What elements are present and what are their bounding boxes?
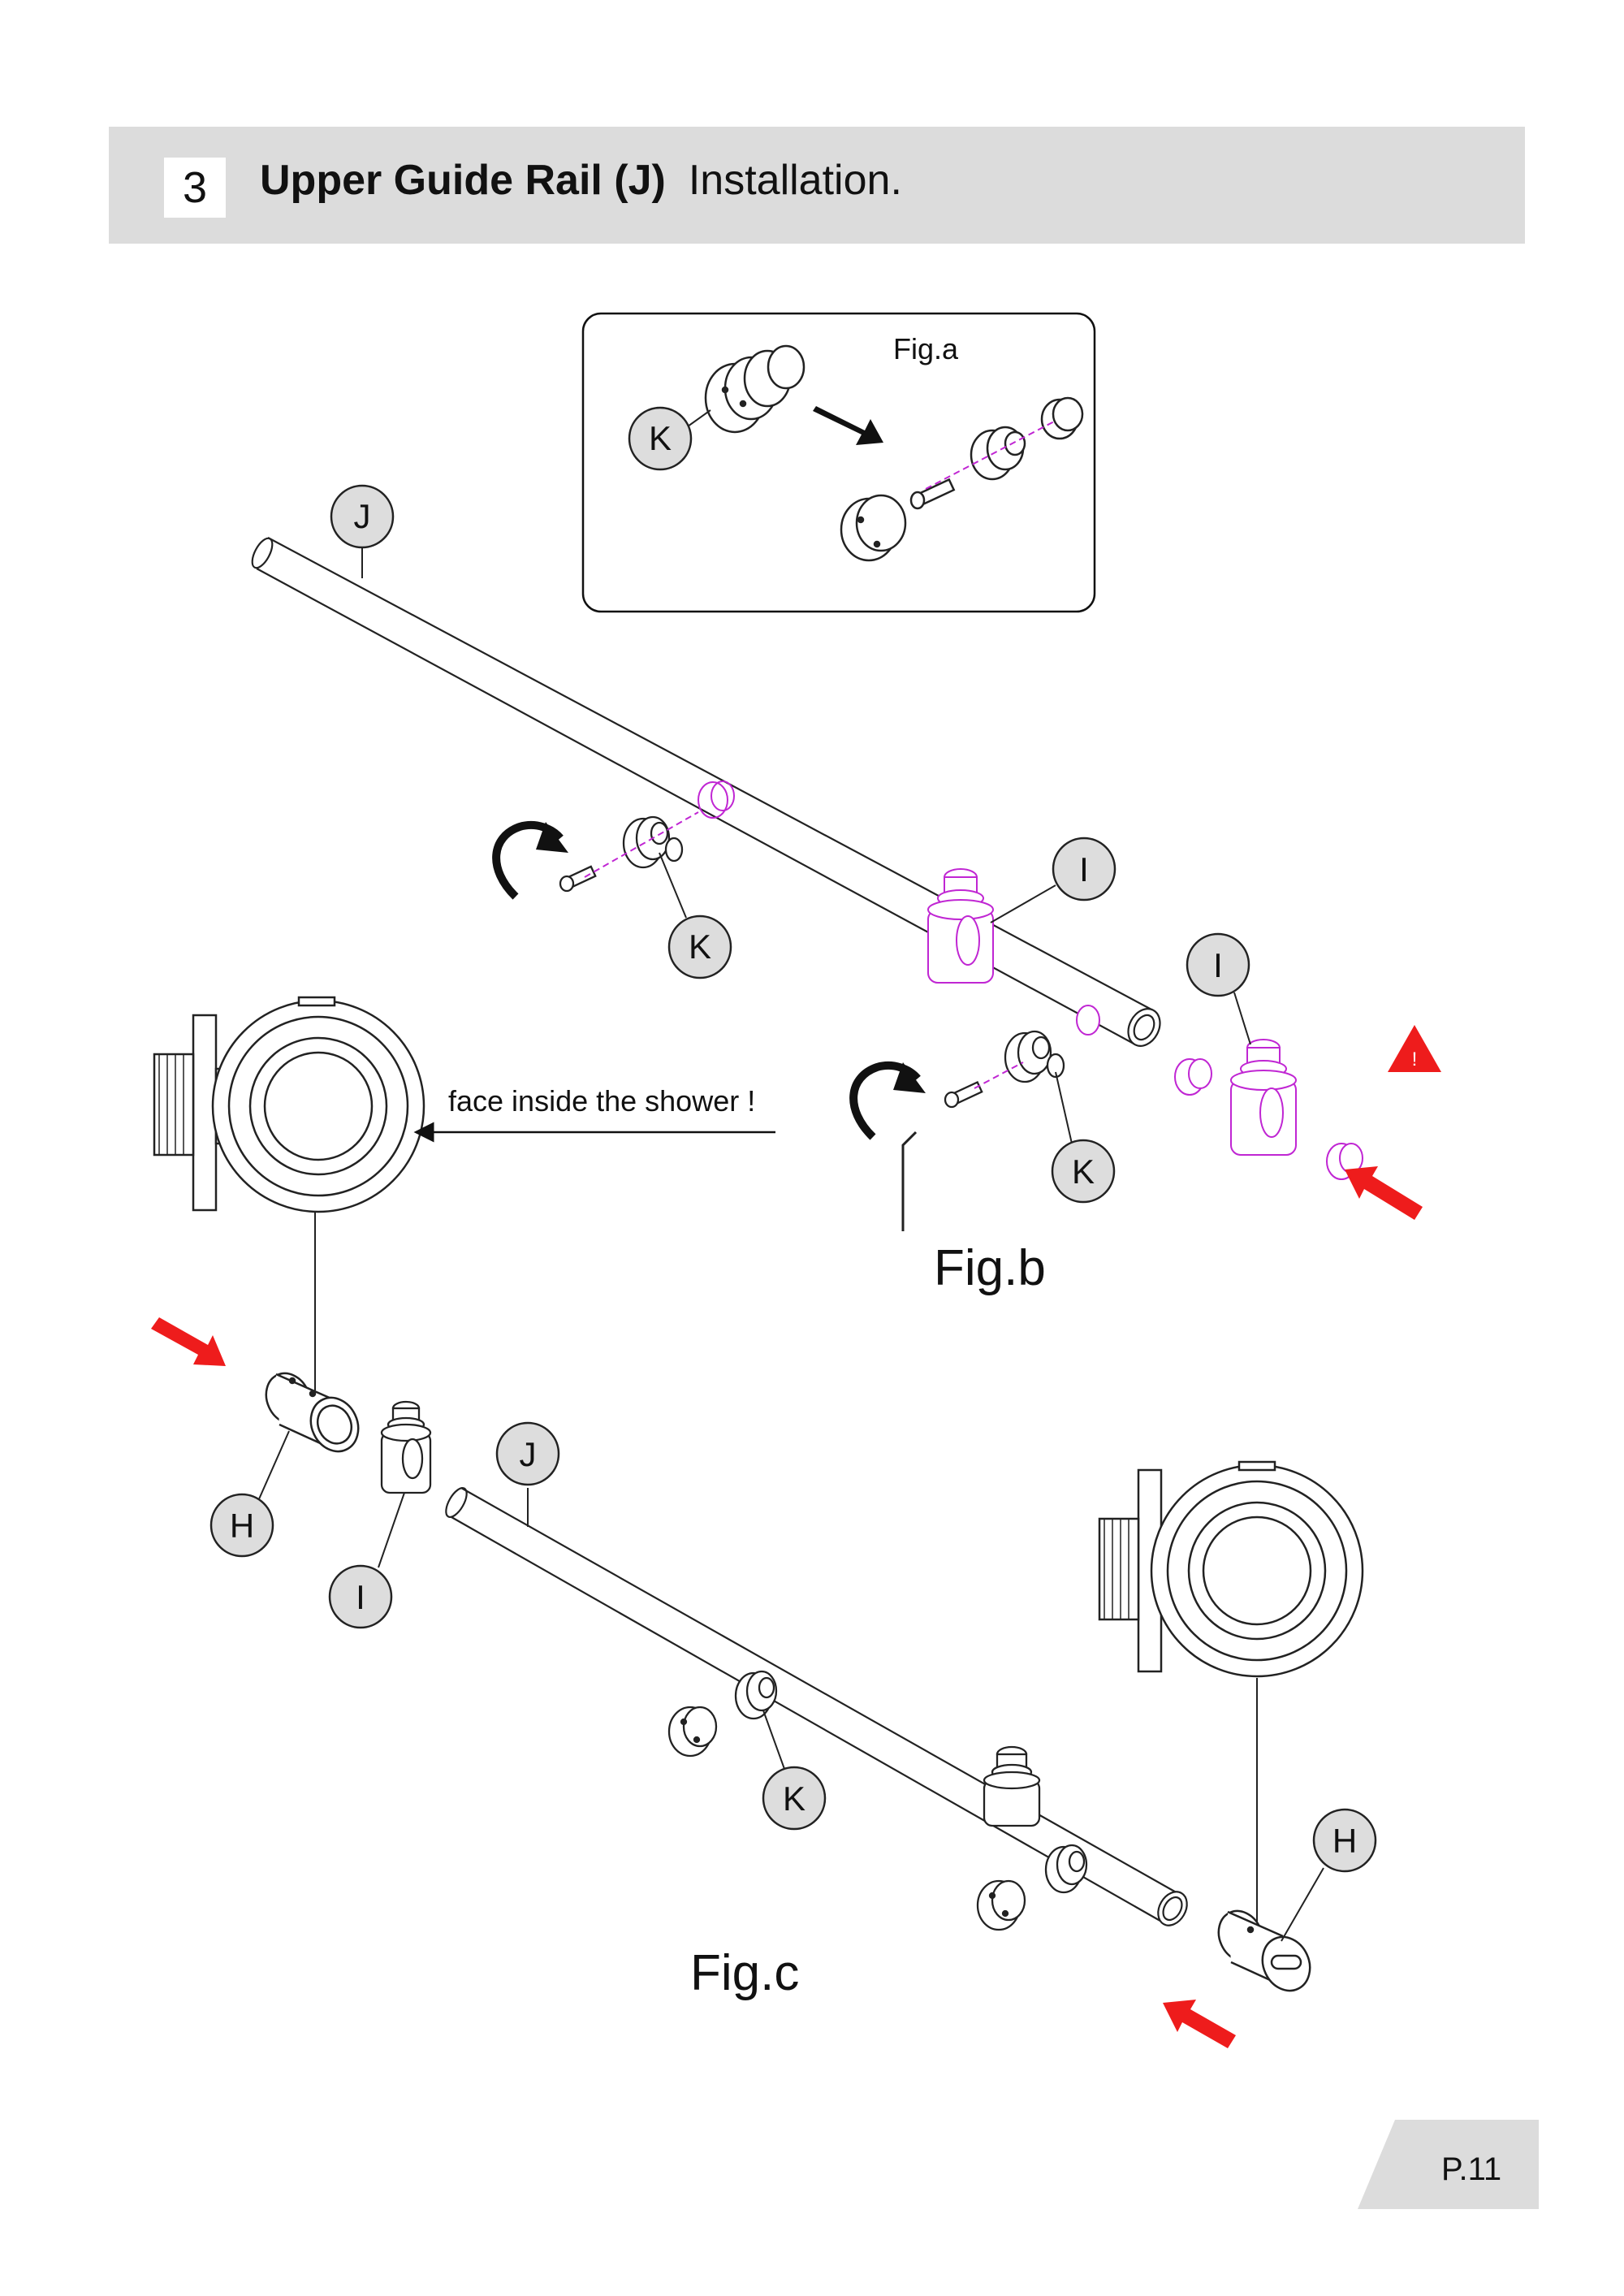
guide-rail-j-fig-c (445, 1487, 1188, 1926)
red-arrow-fig-c-left-icon (151, 1317, 226, 1366)
title-rest: Installation. (688, 157, 902, 204)
section-title: Upper Guide Rail (J) Installation. (260, 151, 902, 210)
face-inside-annotation: face inside the shower ! (448, 1084, 755, 1118)
fig-b-label: Fig.b (934, 1240, 1046, 1296)
page-number: P.11 (1441, 2151, 1502, 2187)
k-nuts-fig-c (667, 1670, 1088, 1931)
svg-text:K: K (649, 419, 672, 457)
callout-h-fig-c-left (209, 1493, 274, 1558)
fig-c: H I J (151, 1317, 1377, 2048)
callout-j-fig-b (330, 484, 395, 549)
red-arrow-fig-b-icon (1345, 1166, 1423, 1220)
callout-k-fig-a (628, 406, 693, 471)
collar-h-left (265, 1372, 360, 1453)
red-arrow-fig-c-right-icon (1163, 2000, 1236, 2048)
magenta-part-i-upper (927, 868, 994, 984)
fig-a-label: Fig.a (893, 332, 959, 365)
k-lower-assembly (944, 1030, 1065, 1109)
callout-j-fig-c (495, 1421, 560, 1486)
right-wall-mount (1098, 1460, 1364, 1678)
magenta-insert-upper (584, 780, 735, 878)
callout-i-fig-c (328, 1564, 393, 1629)
callout-i-fig-b-upper (1052, 837, 1116, 902)
k-assembled-part (704, 344, 806, 434)
svg-text:J: J (520, 1435, 537, 1473)
svg-text:J: J (354, 497, 371, 535)
assembly-arrow-icon (813, 406, 883, 445)
callout-k-fig-b-upper (667, 915, 732, 979)
guide-rail-j (251, 537, 1161, 1047)
warning-icon (1388, 1025, 1441, 1072)
k-exploded-parts (840, 396, 1084, 562)
collar-h-right (1217, 1909, 1311, 1992)
callout-i-fig-b-lower (1186, 932, 1250, 997)
svg-text:K: K (783, 1779, 806, 1818)
step-number: 3 (164, 158, 226, 218)
svg-text:K: K (1072, 1152, 1095, 1191)
section-header: 3 Upper Guide Rail (J) Installation. (109, 127, 1525, 244)
svg-text:H: H (1332, 1822, 1357, 1860)
callout-k-fig-b-lower (1051, 1139, 1116, 1204)
fig-b: J K I (251, 484, 1441, 1296)
fig-c-label: Fig.c (690, 1945, 799, 2001)
svg-text:I: I (1079, 850, 1089, 889)
fig-a-inset: Fig.a K (581, 312, 1096, 613)
svg-text:I: I (356, 1578, 365, 1616)
callout-h-fig-c-right (1312, 1808, 1377, 1873)
svg-text:!: ! (1412, 1049, 1418, 1070)
svg-text:H: H (230, 1507, 254, 1545)
title-bold: Upper Guide Rail (J) (260, 157, 666, 204)
part-i-mounted (983, 1745, 1041, 1827)
part-i-fig-c (380, 1400, 432, 1494)
left-wall-mount (153, 996, 425, 1213)
hex-key-icon (901, 1131, 918, 1231)
svg-text:I: I (1213, 946, 1223, 984)
svg-text:K: K (689, 927, 711, 966)
callout-k-fig-c (762, 1766, 827, 1831)
